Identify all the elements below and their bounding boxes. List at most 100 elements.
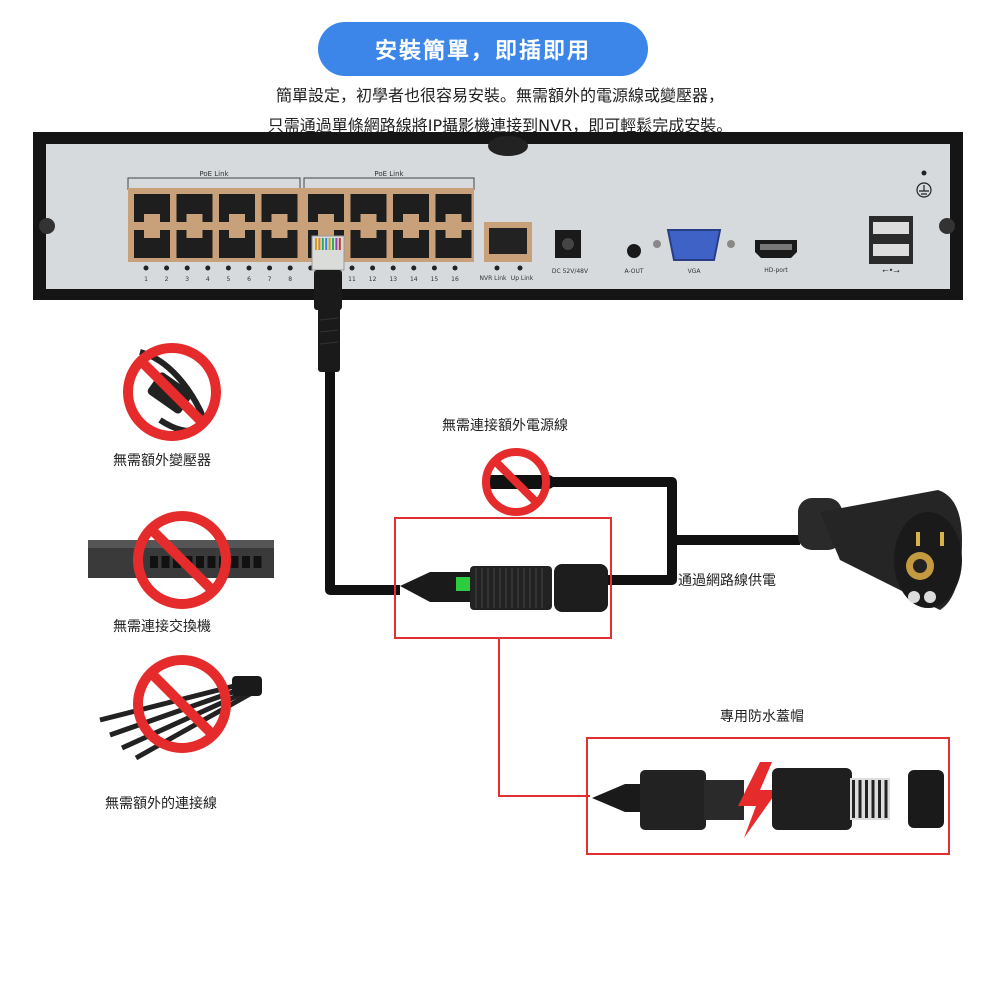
splitter-head bbox=[232, 676, 262, 696]
poe-port-latch bbox=[360, 230, 377, 238]
antenna-right bbox=[940, 532, 944, 546]
poe-group-label-1: PoE Link bbox=[199, 170, 229, 178]
socket-fin bbox=[852, 780, 855, 818]
port-led bbox=[225, 265, 231, 271]
aout-label: A-OUT bbox=[624, 268, 643, 275]
switch-port bbox=[230, 556, 239, 568]
screw-right-icon bbox=[939, 218, 955, 234]
port-led bbox=[267, 265, 273, 271]
poe-port-latch bbox=[186, 214, 203, 222]
rj45-boot-upper bbox=[314, 270, 342, 310]
camera-lens-inner bbox=[913, 559, 927, 573]
port-led bbox=[370, 265, 376, 271]
prohibit-icon bbox=[133, 511, 231, 609]
port-number: 11 bbox=[348, 276, 356, 283]
socket-fins bbox=[852, 780, 888, 818]
rj45-pin bbox=[315, 238, 317, 250]
description-line-2: 只需通過單條網路線將IP攝影機連接到NVR，即可輕鬆完成安裝。 bbox=[267, 116, 733, 135]
switch-port bbox=[207, 556, 216, 568]
port-led bbox=[205, 265, 211, 271]
label-poe-power: 通過網路線供電 bbox=[678, 573, 776, 589]
ir-led-left bbox=[908, 591, 920, 603]
screw-top-icon bbox=[488, 136, 528, 156]
ground-symbol bbox=[919, 185, 929, 195]
port-led bbox=[431, 265, 437, 271]
dc-jack-hole bbox=[562, 238, 574, 250]
rj45-pin bbox=[318, 238, 321, 250]
antenna-left bbox=[916, 532, 920, 546]
port-led bbox=[184, 265, 190, 271]
poe-port-latch bbox=[403, 214, 419, 222]
port-number: 12 bbox=[369, 276, 377, 283]
poe-port-latch bbox=[229, 230, 245, 238]
detail-link-line bbox=[498, 638, 590, 797]
connector-cap bbox=[554, 564, 608, 612]
status-dot bbox=[921, 170, 927, 176]
detail-socket-nut bbox=[772, 768, 852, 830]
audio-out-jack[interactable] bbox=[627, 244, 641, 258]
usb-port-2[interactable] bbox=[873, 244, 909, 256]
usb-port-1[interactable] bbox=[873, 222, 909, 234]
bullet-camera bbox=[798, 490, 962, 610]
label-no-adapter: 無需額外變壓器 bbox=[113, 453, 211, 469]
port-number: 8 bbox=[288, 276, 292, 283]
screw-left-icon bbox=[39, 218, 55, 234]
rj45-plug bbox=[311, 235, 345, 372]
rj45-pins bbox=[315, 238, 341, 250]
detail-plug-thread bbox=[704, 780, 744, 820]
poe-port-latch bbox=[445, 230, 462, 238]
switch-port bbox=[150, 556, 158, 568]
description-line-1: 簡單設定，初學者也很容易安裝。無需額外的電源線或變壓器， bbox=[275, 86, 724, 105]
rj45-pin bbox=[328, 238, 331, 250]
port-led bbox=[164, 265, 170, 271]
socket-fin bbox=[858, 780, 862, 818]
switch-port bbox=[196, 556, 204, 568]
poe-port-latch bbox=[229, 214, 245, 222]
detail-plug-body bbox=[640, 770, 706, 830]
nvr-link-label: NVR Link bbox=[480, 275, 507, 282]
poe-port-latch bbox=[318, 214, 334, 222]
rj45-pin bbox=[325, 238, 328, 250]
nut-ridges bbox=[475, 568, 543, 608]
port-number: 5 bbox=[226, 276, 230, 283]
connector-highlight-box bbox=[394, 517, 612, 639]
rj45-pin bbox=[335, 238, 338, 250]
poe-group-label-2: PoE Link bbox=[374, 170, 404, 178]
port-number: 15 bbox=[431, 276, 439, 283]
vga-screw-right-icon bbox=[727, 240, 735, 248]
vga-port[interactable] bbox=[666, 229, 722, 261]
camera-cable-loop bbox=[548, 477, 677, 585]
nvr-link-port-socket bbox=[489, 228, 527, 254]
port-number: 4 bbox=[206, 276, 210, 283]
socket-fin bbox=[871, 780, 875, 818]
dc-label: DC 52V/48V bbox=[552, 268, 589, 275]
connector-led bbox=[456, 577, 470, 591]
prohibit-icon bbox=[133, 655, 231, 753]
switch-port bbox=[161, 556, 170, 568]
prohibit-icon bbox=[123, 343, 221, 441]
rj45-pin bbox=[321, 238, 324, 250]
up-link-led bbox=[517, 265, 523, 271]
poe-bracket-2 bbox=[303, 177, 475, 190]
port-led bbox=[143, 265, 149, 271]
label-waterproof-cap: 專用防水蓋帽 bbox=[720, 709, 804, 725]
ground-icon bbox=[916, 182, 932, 198]
port-led bbox=[390, 265, 396, 271]
poe-ports bbox=[134, 194, 472, 258]
port-led bbox=[246, 265, 252, 271]
label-no-extra-cable: 無需額外的連接線 bbox=[105, 796, 217, 812]
rj45-plug-head bbox=[311, 235, 345, 271]
port-number: 1 bbox=[144, 276, 148, 283]
rj45-pin bbox=[338, 238, 341, 250]
hdmi-label: HD-port bbox=[764, 267, 788, 274]
rj45-ridge bbox=[319, 317, 339, 321]
label-no-power-cable: 無需連接額外電源線 bbox=[442, 418, 568, 434]
ir-led-right bbox=[924, 591, 936, 603]
socket-fin bbox=[865, 780, 868, 818]
cables bbox=[325, 370, 800, 595]
waterproof-connector bbox=[394, 517, 612, 639]
prohibit-icon bbox=[482, 448, 550, 516]
switch-port bbox=[253, 556, 262, 568]
